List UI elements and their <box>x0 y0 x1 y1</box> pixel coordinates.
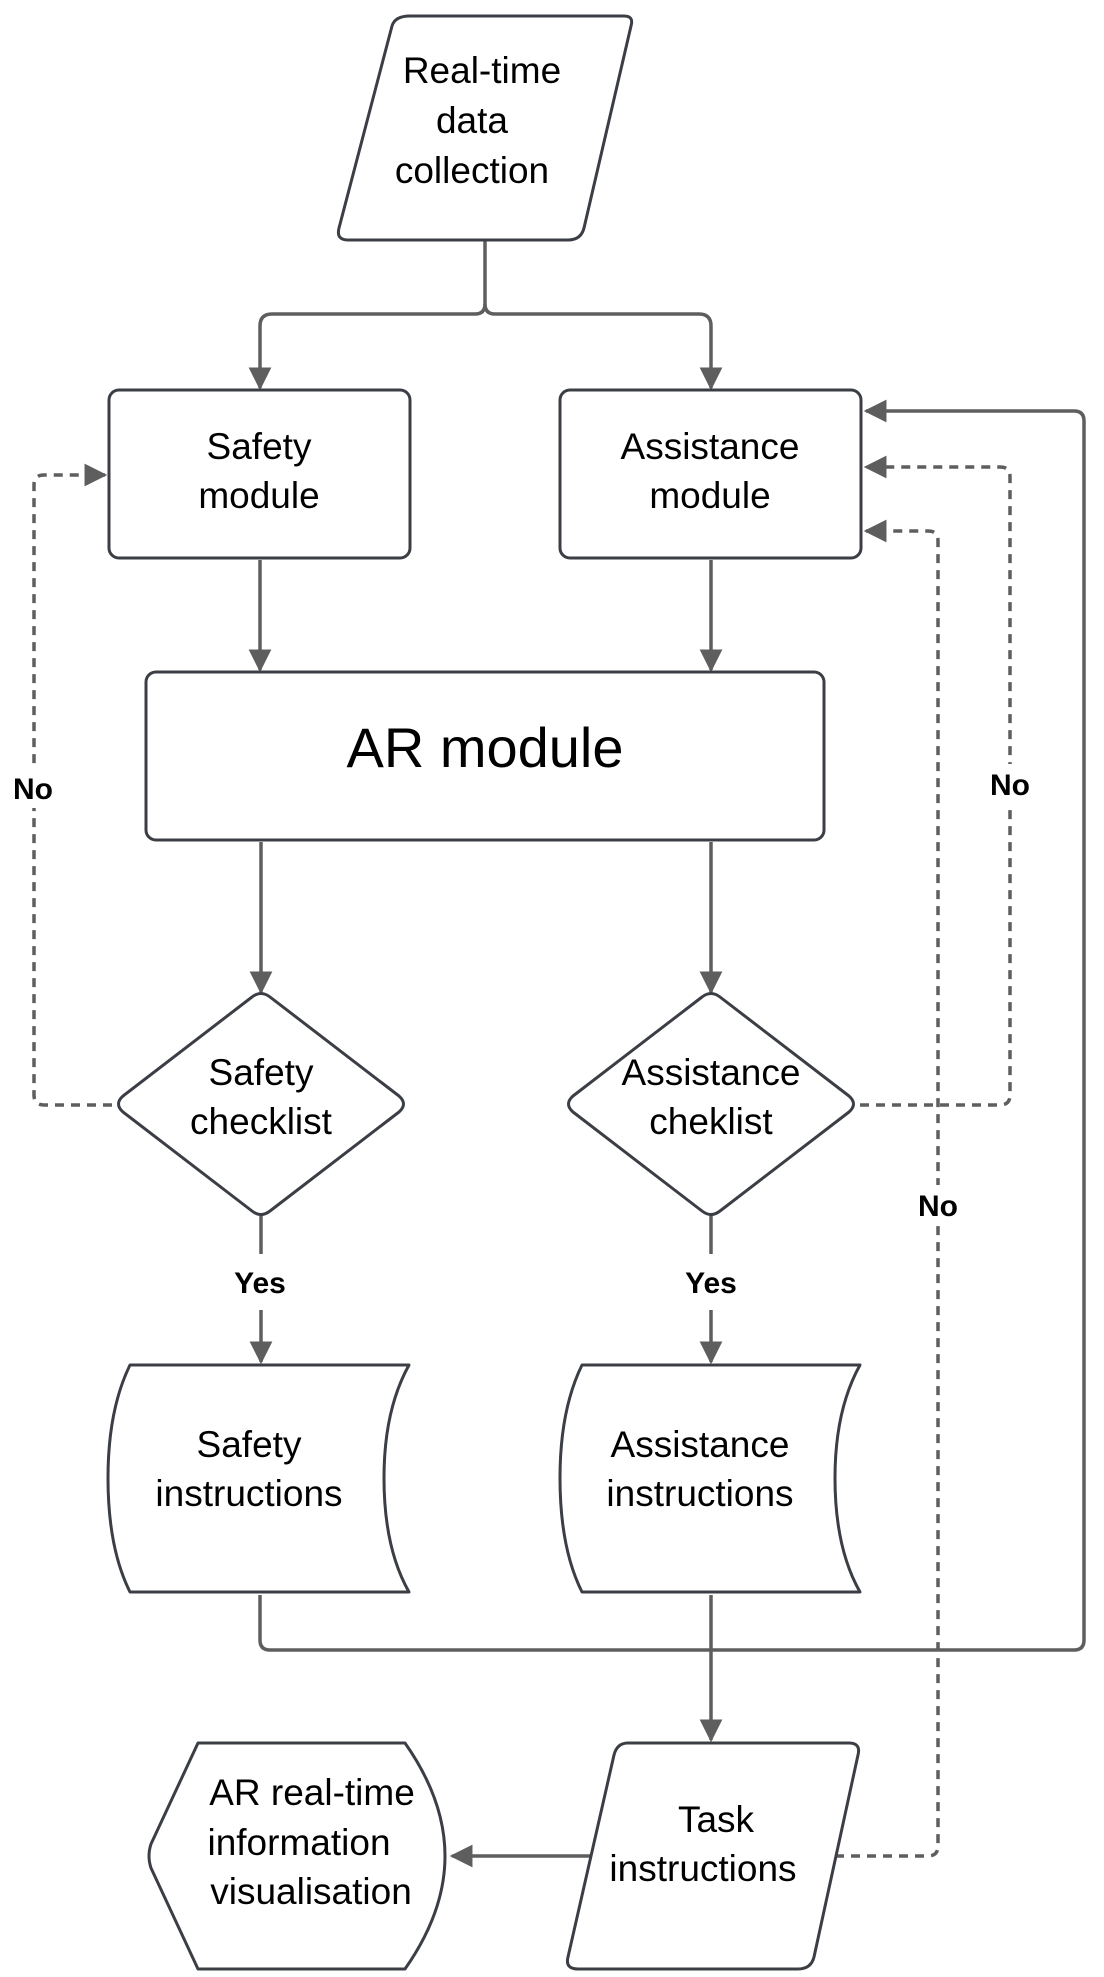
node-safety-instructions: Safety instructions <box>106 1363 411 1594</box>
assistance-checklist-line2: cheklist <box>649 1101 773 1142</box>
node-task-instructions: Task instructions <box>566 1741 861 1971</box>
label-assistance-yes: Yes <box>685 1267 737 1300</box>
safety-module-line1: Safety <box>207 426 312 467</box>
node-ar-module: AR module <box>144 670 826 842</box>
realtime-line2: data <box>436 100 508 141</box>
safety-checklist-line2: checklist <box>190 1101 333 1142</box>
label-safety-no: No <box>13 773 53 806</box>
node-safety-checklist: Safety checklist <box>117 992 405 1216</box>
node-assistance-module: Assistance module <box>558 388 863 560</box>
label-assistance-no: No <box>990 769 1030 802</box>
safety-checklist-line1: Safety <box>209 1052 314 1093</box>
node-realtime-data-collection: Real-time data collection <box>336 14 634 242</box>
ar-visualisation-line1: AR real-time <box>209 1772 415 1813</box>
assistance-instructions-line1: Assistance <box>611 1424 790 1465</box>
assistance-instructions-line2: instructions <box>606 1473 793 1514</box>
edge-safety-instructions-feedback <box>258 399 1086 1652</box>
safety-module-line2: module <box>198 475 319 516</box>
label-task-no: No <box>918 1190 958 1223</box>
realtime-line1: Real-time <box>403 50 561 91</box>
node-ar-visualisation: AR real-time information visualisation <box>147 1741 447 1971</box>
label-safety-yes: Yes <box>234 1267 286 1300</box>
safety-instructions-line2: instructions <box>155 1473 342 1514</box>
edge-labels: No No No Yes Yes <box>6 764 1038 1300</box>
ar-visualisation-line3: visualisation <box>210 1871 412 1912</box>
edge-realtime-to-assistance-module <box>483 303 723 391</box>
node-safety-module: Safety module <box>107 388 412 560</box>
realtime-line3: collection <box>395 150 549 191</box>
task-instructions-line2: instructions <box>609 1848 796 1889</box>
node-assistance-checklist: Assistance cheklist <box>567 992 855 1216</box>
ar-visualisation-line2: information <box>207 1822 390 1863</box>
edge-realtime-to-safety-module <box>248 303 487 391</box>
assistance-module-line2: module <box>649 475 770 516</box>
safety-instructions-line1: Safety <box>197 1424 302 1465</box>
edge-task-instructions-no <box>835 519 940 1858</box>
assistance-checklist-line1: Assistance <box>622 1052 801 1093</box>
task-instructions-line1: Task <box>678 1799 755 1840</box>
assistance-module-line1: Assistance <box>621 426 800 467</box>
node-assistance-instructions: Assistance instructions <box>558 1363 862 1594</box>
ar-module-label: AR module <box>346 716 623 779</box>
